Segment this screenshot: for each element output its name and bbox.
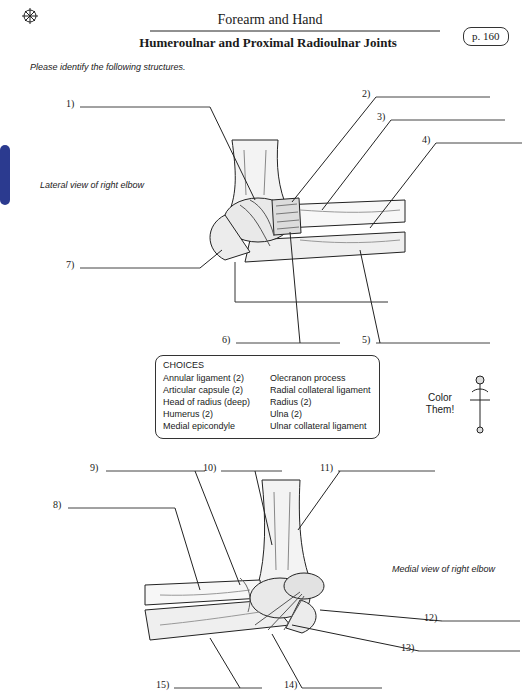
- callout-number: 7): [66, 259, 74, 271]
- worksheet-title: Forearm and Hand: [218, 12, 323, 28]
- choice-item: Olecranon process: [270, 373, 346, 384]
- subtitle: Humeroulnar and Proximal Radioulnar Join…: [139, 35, 397, 50]
- choice-item: Ulna (2): [270, 409, 302, 420]
- callout-number: 15): [156, 679, 169, 691]
- side-tab: [0, 145, 10, 205]
- callout-number: 4): [422, 134, 430, 146]
- callout-number: 12): [424, 612, 437, 624]
- choice-item: Annular ligament (2): [163, 373, 244, 384]
- medial-elbow: [145, 480, 324, 640]
- callout-number: 11): [320, 462, 333, 474]
- compass-icon: [22, 8, 38, 24]
- callout-number: 8): [53, 499, 61, 511]
- choice-item: Radial collateral ligament: [270, 385, 371, 396]
- choice-item: Head of radius (deep): [163, 397, 250, 408]
- note: Color Them!: [420, 392, 460, 416]
- callout-number: 9): [90, 462, 98, 474]
- view-caption: Lateral view of right elbow: [40, 180, 144, 191]
- callout-number: 1): [66, 98, 74, 110]
- title-rule: [150, 31, 440, 32]
- callout-number: 6): [222, 334, 230, 346]
- callout-number: 10): [203, 462, 216, 474]
- choice-item: Humerus (2): [163, 409, 213, 420]
- callout-number: 5): [362, 334, 370, 346]
- instruction: Please identify the following structures…: [30, 62, 186, 73]
- callout-number: 14): [284, 679, 297, 691]
- choice-item: Medial epicondyle: [163, 421, 235, 432]
- leader-lines: [175, 471, 442, 688]
- view-caption: Medial view of right elbow: [392, 564, 495, 575]
- callout-number: 2): [362, 88, 370, 100]
- choice-item: Radius (2): [270, 397, 312, 408]
- choices-heading: CHOICES: [163, 360, 204, 371]
- leader-lines: [200, 97, 436, 343]
- choice-item: Ulnar collateral ligament: [270, 421, 367, 432]
- page-number: p. 160: [472, 30, 500, 43]
- choice-item: Articular capsule (2): [163, 385, 243, 396]
- bone-figure: [470, 376, 490, 433]
- callout-number: 3): [377, 111, 385, 123]
- page-badge: p. 160: [463, 27, 509, 46]
- callout-number: 13): [401, 642, 414, 654]
- choices-box: CHOICES Annular ligament (2)Articular cap…: [155, 355, 380, 439]
